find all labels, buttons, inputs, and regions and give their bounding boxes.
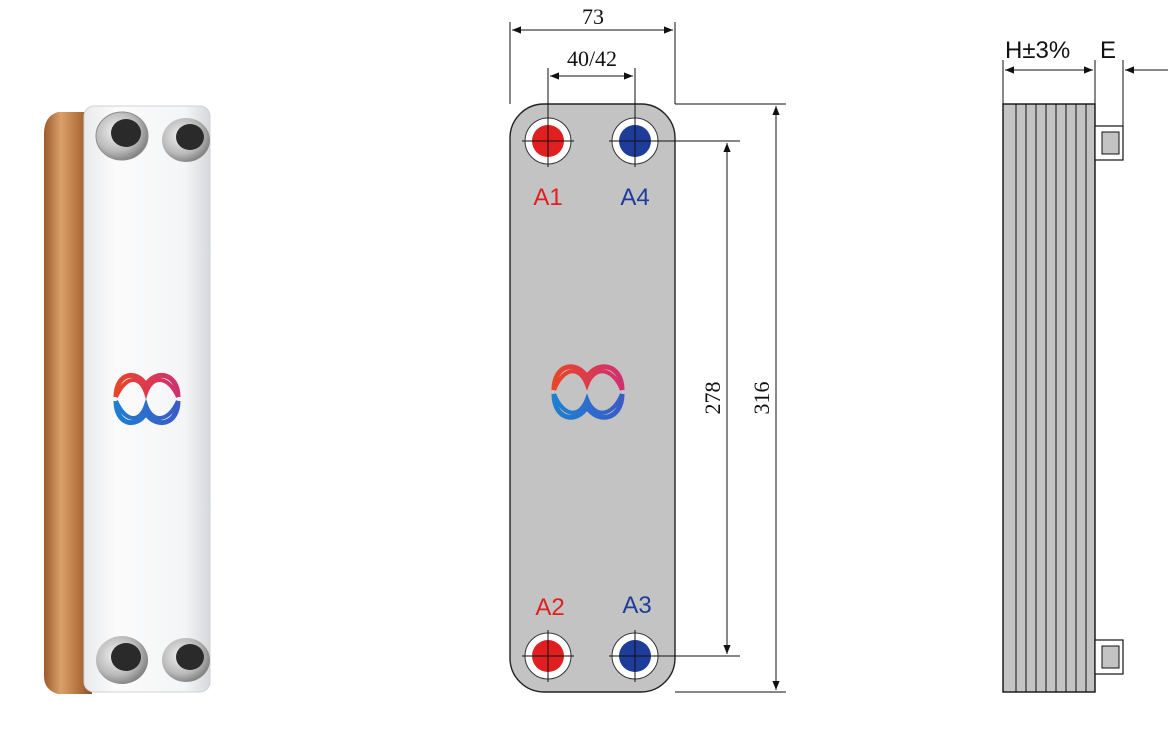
front-view-drawing: A1 A4 A2 A3 73 40/42 — [509, 4, 786, 693]
connection-nipple-bottom-right — [162, 638, 210, 682]
copper-plate-pack — [44, 112, 92, 694]
plate-stack — [1002, 103, 1096, 693]
front-cover-plate — [83, 105, 211, 693]
dimension-label-73: 73 — [582, 4, 604, 29]
port-a4 — [609, 115, 661, 167]
port-a1 — [522, 115, 574, 167]
dimension-overall-length: 316 — [675, 103, 786, 693]
dimension-label-278: 278 — [700, 382, 725, 415]
brand-logo-photo — [113, 372, 181, 426]
dimension-thickness: H±3% E — [1002, 37, 1168, 126]
dimension-label-h: H±3% — [1005, 37, 1070, 64]
connection-nipple-top-right — [162, 118, 210, 162]
plate-outline — [509, 103, 676, 693]
dimension-port-center-length: 278 — [658, 140, 740, 657]
port-a2 — [522, 630, 574, 682]
port-label-a3: A3 — [622, 592, 651, 619]
port-label-a2: A2 — [535, 594, 564, 621]
connection-stub-bottom — [1094, 639, 1124, 675]
side-view-drawing: H±3% E — [1002, 37, 1168, 693]
port-label-a1: A1 — [533, 184, 562, 211]
connection-nipple-top-left — [95, 111, 149, 161]
dimension-label-316: 316 — [749, 382, 774, 415]
plate-lines — [1015, 104, 1087, 692]
dimension-label-e: E — [1100, 37, 1116, 64]
dimension-label-40-42: 40/42 — [567, 46, 617, 71]
dimension-overall-width: 73 — [509, 4, 676, 104]
connection-nipple-bottom-left — [96, 636, 148, 684]
brand-logo-drawing — [551, 364, 625, 420]
dimension-port-spacing: 40/42 — [547, 46, 636, 118]
connection-stub-top — [1094, 125, 1124, 161]
port-label-a4: A4 — [620, 184, 649, 211]
product-photo — [44, 105, 211, 694]
